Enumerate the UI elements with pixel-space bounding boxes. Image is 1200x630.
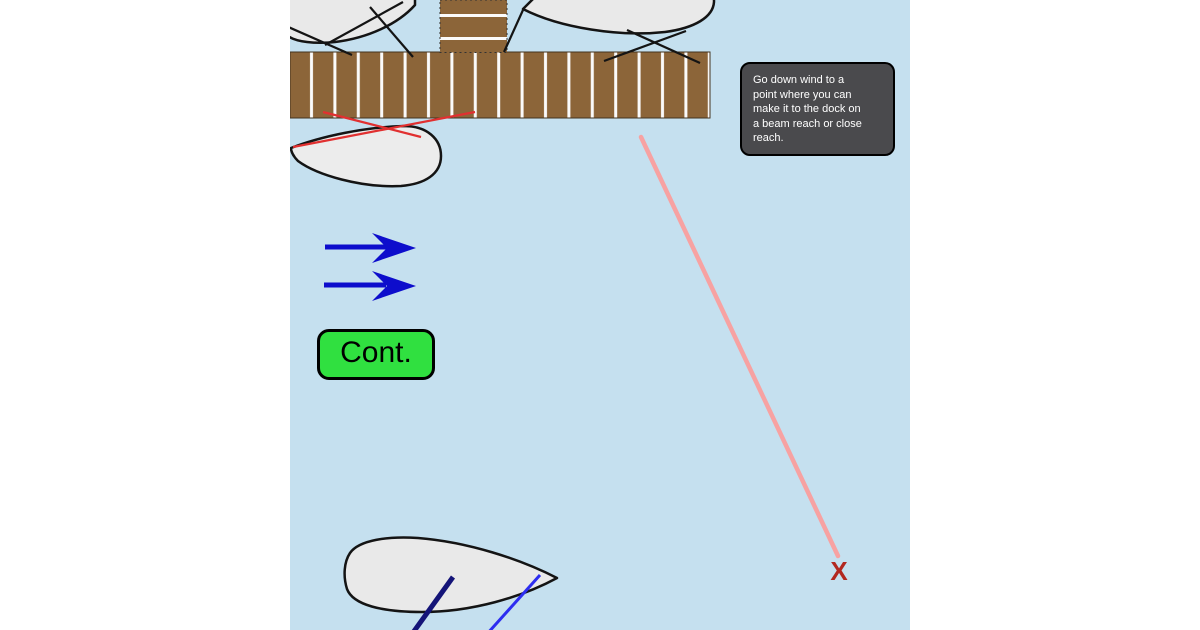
mooring-line: [290, 26, 353, 57]
red-mooring-line: [292, 110, 476, 149]
mooring-line: [603, 29, 687, 63]
course-line: [638, 134, 841, 559]
red-mooring-line: [322, 110, 422, 139]
scene-svg: [290, 0, 841, 630]
boat-hull: [290, 0, 417, 44]
boat-hull: [343, 536, 559, 614]
pier: [439, 0, 508, 53]
sheet-line: [488, 573, 542, 630]
instruction-tooltip: Go down wind to a point where you can ma…: [740, 62, 895, 156]
tooltip-line: make it to the dock on: [753, 103, 861, 115]
continue-button[interactable]: Cont.: [317, 329, 435, 380]
target-x-marker: X: [830, 556, 848, 586]
wind-arrow-shaft: [325, 244, 387, 250]
mooring-line: [324, 1, 404, 46]
simulation-stage: Go down wind to a point where you can ma…: [290, 0, 910, 630]
player-boat: [343, 536, 559, 630]
wind-arrow-shaft: [324, 282, 386, 288]
tooltip-line: reach.: [753, 132, 784, 144]
boat-hull: [521, 0, 716, 35]
mooring-line: [502, 9, 525, 53]
dock: [290, 51, 711, 119]
wind-arrow-head: [372, 233, 416, 263]
wind-direction-arrows-icon: [324, 233, 416, 301]
wind-arrow-head: [372, 271, 416, 301]
tooltip-line: Go down wind to a: [753, 74, 845, 86]
moored-boat-red-lines: [290, 110, 476, 188]
boom-line: [411, 575, 456, 630]
mooring-line: [626, 28, 701, 65]
docked-boat-right: [502, 0, 716, 65]
boat-hull: [290, 124, 443, 188]
tooltip-line: a beam reach or close: [753, 117, 862, 130]
tooltip-line: point where you can: [753, 88, 852, 101]
docked-boat-left: [290, 0, 417, 58]
